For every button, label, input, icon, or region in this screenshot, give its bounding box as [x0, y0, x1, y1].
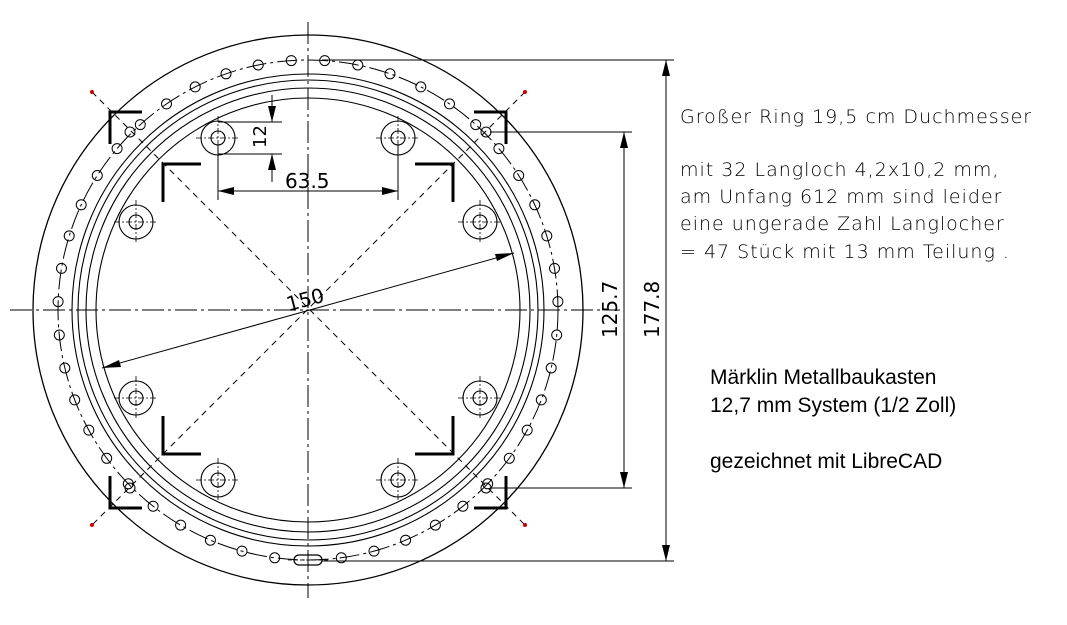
dim-12-label: 12	[250, 125, 271, 148]
dim-125-7-label: 125.7	[598, 281, 622, 338]
corner-bracket	[161, 162, 201, 202]
red-marker	[523, 523, 527, 527]
slot-holes	[52, 55, 564, 564]
ring-4	[85, 87, 531, 533]
slot-hole	[69, 394, 81, 406]
slot-hole	[493, 143, 505, 155]
info-line-3: gezeichnet mit LibreCAD	[710, 450, 942, 473]
info-line-2: 12,7 mm System (1/2 Zoll)	[710, 394, 956, 417]
slot-hole	[91, 170, 103, 181]
slot-hole	[319, 55, 331, 67]
slot-hole	[269, 552, 281, 564]
slot-hole	[545, 362, 557, 374]
dimension-63-5: 63.5	[217, 146, 399, 200]
bracket-hole	[480, 126, 492, 138]
slot-hole	[552, 296, 564, 308]
bracket-hole	[124, 126, 136, 138]
info-line-1: Märklin Metallbaukasten	[710, 366, 936, 389]
note-line-4: eine ungerade Zahl Langlocher	[680, 213, 1005, 235]
bottom-slot	[288, 554, 328, 566]
slot-hole	[470, 119, 482, 131]
slot-hole	[204, 534, 216, 546]
slot-hole	[535, 394, 547, 406]
slot-hole	[503, 452, 515, 464]
ring-3	[77, 79, 539, 541]
slot-hole	[368, 545, 380, 557]
slot-hole	[551, 329, 563, 341]
hole-pitch-circle	[57, 59, 559, 561]
corner-brackets	[108, 110, 508, 510]
dim-150-label: 150	[284, 283, 327, 316]
rings	[32, 34, 584, 586]
slot-hole	[384, 68, 396, 80]
slot-hole	[285, 55, 297, 67]
dimension-177-8: 177.8	[322, 59, 674, 562]
slot-hole	[59, 362, 71, 374]
slot-hole	[63, 230, 75, 242]
slot-hole	[252, 59, 264, 71]
slot-hole	[529, 199, 541, 211]
ring-2	[71, 73, 545, 547]
slot-hole	[415, 81, 427, 93]
slot-hole	[335, 552, 347, 564]
slot-hole	[147, 500, 159, 512]
dimension-125-7: 125.7	[490, 131, 632, 489]
note-line-2: mit 32 Langloch 4,2x10,2 mm,	[680, 159, 999, 181]
slot-hole	[549, 262, 560, 274]
slot-hole	[429, 519, 441, 531]
slot-hole	[521, 424, 533, 436]
bracket-hole	[124, 482, 136, 494]
description-notes: Großer Ring 19,5 cm Duchmesser mit 32 La…	[680, 106, 1032, 263]
slot-hole	[75, 199, 87, 211]
slot-hole	[56, 262, 67, 274]
slot-hole	[220, 68, 232, 80]
dim-177-8-label: 177.8	[640, 281, 664, 338]
slot-hole	[541, 230, 553, 242]
red-marker	[90, 523, 94, 527]
slot-hole	[161, 98, 172, 110]
diagonal-markers	[90, 90, 527, 527]
corner-bracket	[474, 110, 508, 144]
note-line-1: Großer Ring 19,5 cm Duchmesser	[680, 106, 1032, 128]
ring-1	[32, 34, 584, 586]
slot-hole	[189, 81, 201, 93]
mounting-holes	[114, 116, 502, 502]
slot-hole	[400, 534, 412, 546]
slot-hole	[513, 170, 525, 181]
corner-bracket	[415, 162, 455, 202]
slot-hole	[52, 296, 64, 308]
red-marker	[523, 90, 527, 94]
slot-hole	[101, 452, 113, 464]
slot-hole	[175, 519, 187, 531]
dimension-12: 12	[218, 95, 282, 182]
red-marker	[90, 90, 94, 94]
corner-bracket	[161, 416, 201, 456]
slot-hole	[236, 545, 248, 557]
slot-hole	[111, 143, 123, 155]
center-lines	[10, 22, 620, 598]
corner-bracket	[108, 476, 142, 510]
corner-bracket	[474, 476, 508, 510]
corner-bracket	[108, 110, 142, 144]
ring-5	[95, 97, 521, 523]
slot-hole	[134, 119, 146, 131]
slot-hole	[457, 500, 469, 512]
slot-hole	[83, 424, 95, 436]
note-line-3: am Unfang 612 mm sind leider	[680, 186, 1002, 208]
info-text: Märklin Metallbaukasten 12,7 mm System (…	[710, 366, 956, 473]
corner-bracket	[415, 416, 455, 456]
dim-63-5-label: 63.5	[285, 169, 330, 193]
note-line-5: = 47 Stück mit 13 mm Teilung .	[680, 241, 1010, 263]
slot-hole	[53, 329, 65, 341]
slot-hole	[444, 98, 455, 110]
